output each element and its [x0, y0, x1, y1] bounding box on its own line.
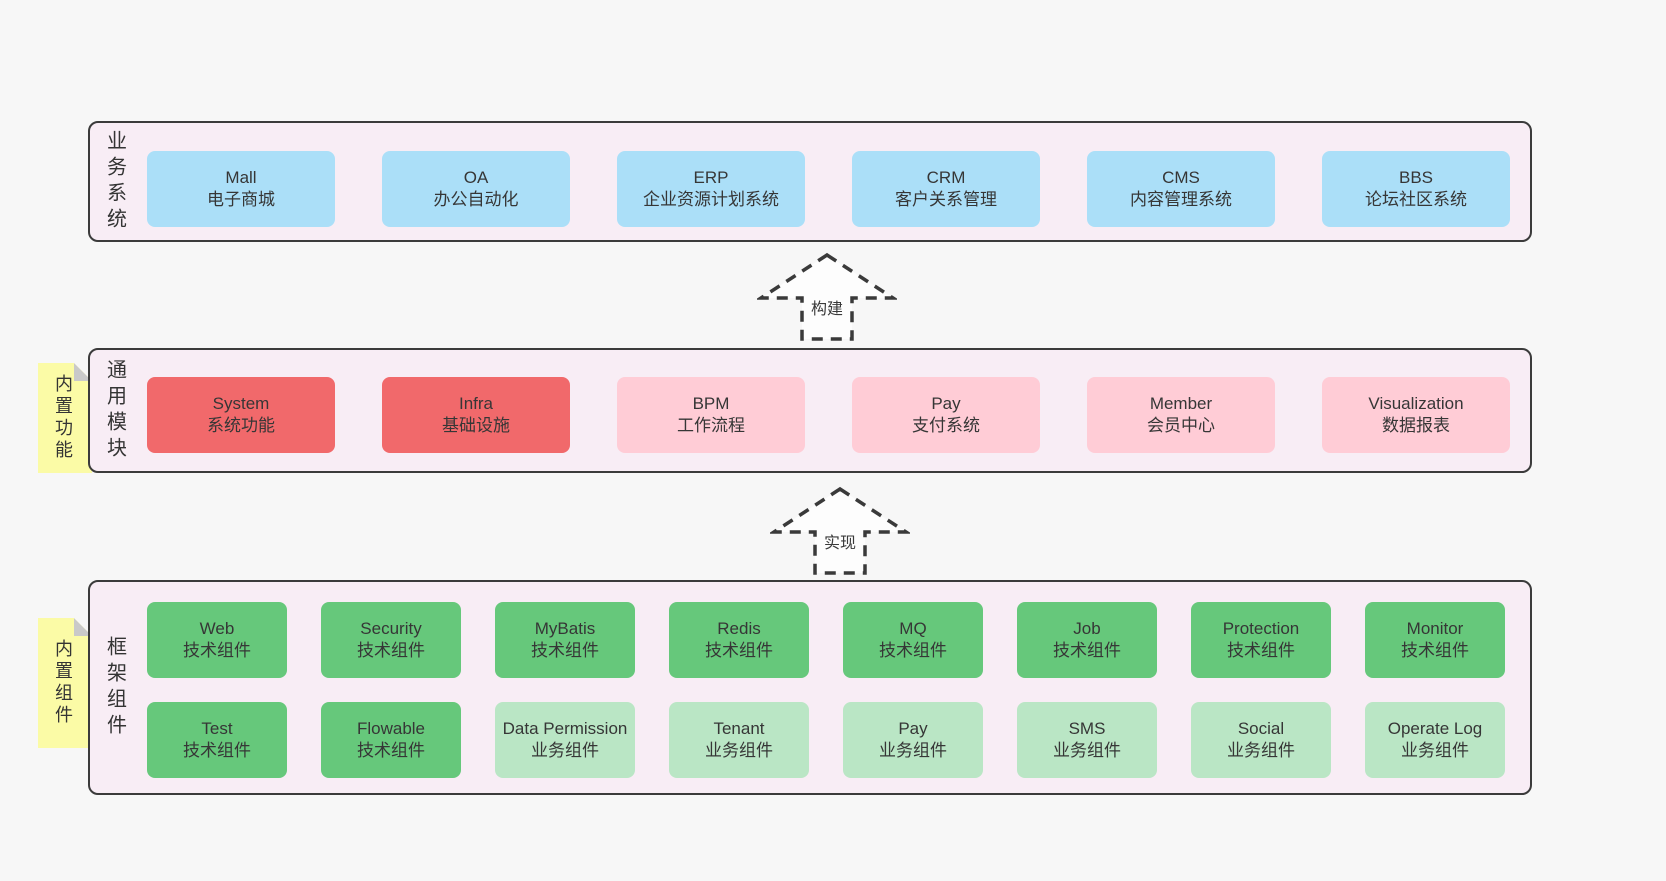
box-mall: Mall 电子商城	[147, 151, 335, 227]
box-infra: Infra 基础设施	[382, 377, 570, 453]
box-cms: CMS 内容管理系统	[1087, 151, 1275, 227]
band-common-modules-label: 通用模块	[103, 358, 126, 463]
box-flowable: Flowable 技术组件	[321, 702, 461, 778]
box-crm: CRM 客户关系管理	[852, 151, 1040, 227]
box-job: Job 技术组件	[1017, 602, 1157, 678]
box-monitor: Monitor 技术组件	[1365, 602, 1505, 678]
framework-components-row-2: Test 技术组件 Flowable 技术组件 Data Permission …	[147, 702, 1505, 778]
box-member: Member 会员中心	[1087, 377, 1275, 453]
sticky-tag-built-in-components: 内置组件	[38, 618, 92, 748]
band-business-systems: 业务系统 Mall 电子商城 OA 办公自动化 ERP 企业资源计划系统 CRM…	[88, 121, 1532, 242]
arrow-implement-label: 实现	[819, 528, 861, 554]
framework-components-row-1: Web 技术组件 Security 技术组件 MyBatis 技术组件 Redi…	[147, 602, 1505, 678]
box-oa: OA 办公自动化	[382, 151, 570, 227]
box-web: Web 技术组件	[147, 602, 287, 678]
box-sms: SMS 业务组件	[1017, 702, 1157, 778]
band-common-modules: 通用模块 System 系统功能 Infra 基础设施 BPM 工作流程 Pay…	[88, 348, 1532, 473]
box-erp: ERP 企业资源计划系统	[617, 151, 805, 227]
band-framework-components: 框架组件 Web 技术组件 Security 技术组件 MyBatis 技术组件…	[88, 580, 1532, 795]
box-redis: Redis 技术组件	[669, 602, 809, 678]
sticky-tag-built-in-features: 内置功能	[38, 363, 92, 473]
arrow-build-label: 构建	[806, 294, 848, 320]
box-social: Social 业务组件	[1191, 702, 1331, 778]
box-bbs: BBS 论坛社区系统	[1322, 151, 1510, 227]
box-tenant: Tenant 业务组件	[669, 702, 809, 778]
arrow-build: 构建	[757, 252, 897, 342]
band-business-systems-label: 业务系统	[103, 129, 126, 234]
box-visualization: Visualization 数据报表	[1322, 377, 1510, 453]
box-protection: Protection 技术组件	[1191, 602, 1331, 678]
arrow-implement: 实现	[770, 486, 910, 576]
box-pay-module: Pay 支付系统	[852, 377, 1040, 453]
box-operate-log: Operate Log 业务组件	[1365, 702, 1505, 778]
box-mq: MQ 技术组件	[843, 602, 983, 678]
box-test: Test 技术组件	[147, 702, 287, 778]
box-data-permission: Data Permission 业务组件	[495, 702, 635, 778]
box-security: Security 技术组件	[321, 602, 461, 678]
box-system: System 系统功能	[147, 377, 335, 453]
box-mybatis: MyBatis 技术组件	[495, 602, 635, 678]
common-modules-row: System 系统功能 Infra 基础设施 BPM 工作流程 Pay 支付系统…	[147, 377, 1510, 453]
box-bpm: BPM 工作流程	[617, 377, 805, 453]
business-systems-row: Mall 电子商城 OA 办公自动化 ERP 企业资源计划系统 CRM 客户关系…	[147, 151, 1510, 227]
box-pay-component: Pay 业务组件	[843, 702, 983, 778]
band-framework-components-label: 框架组件	[103, 635, 126, 740]
